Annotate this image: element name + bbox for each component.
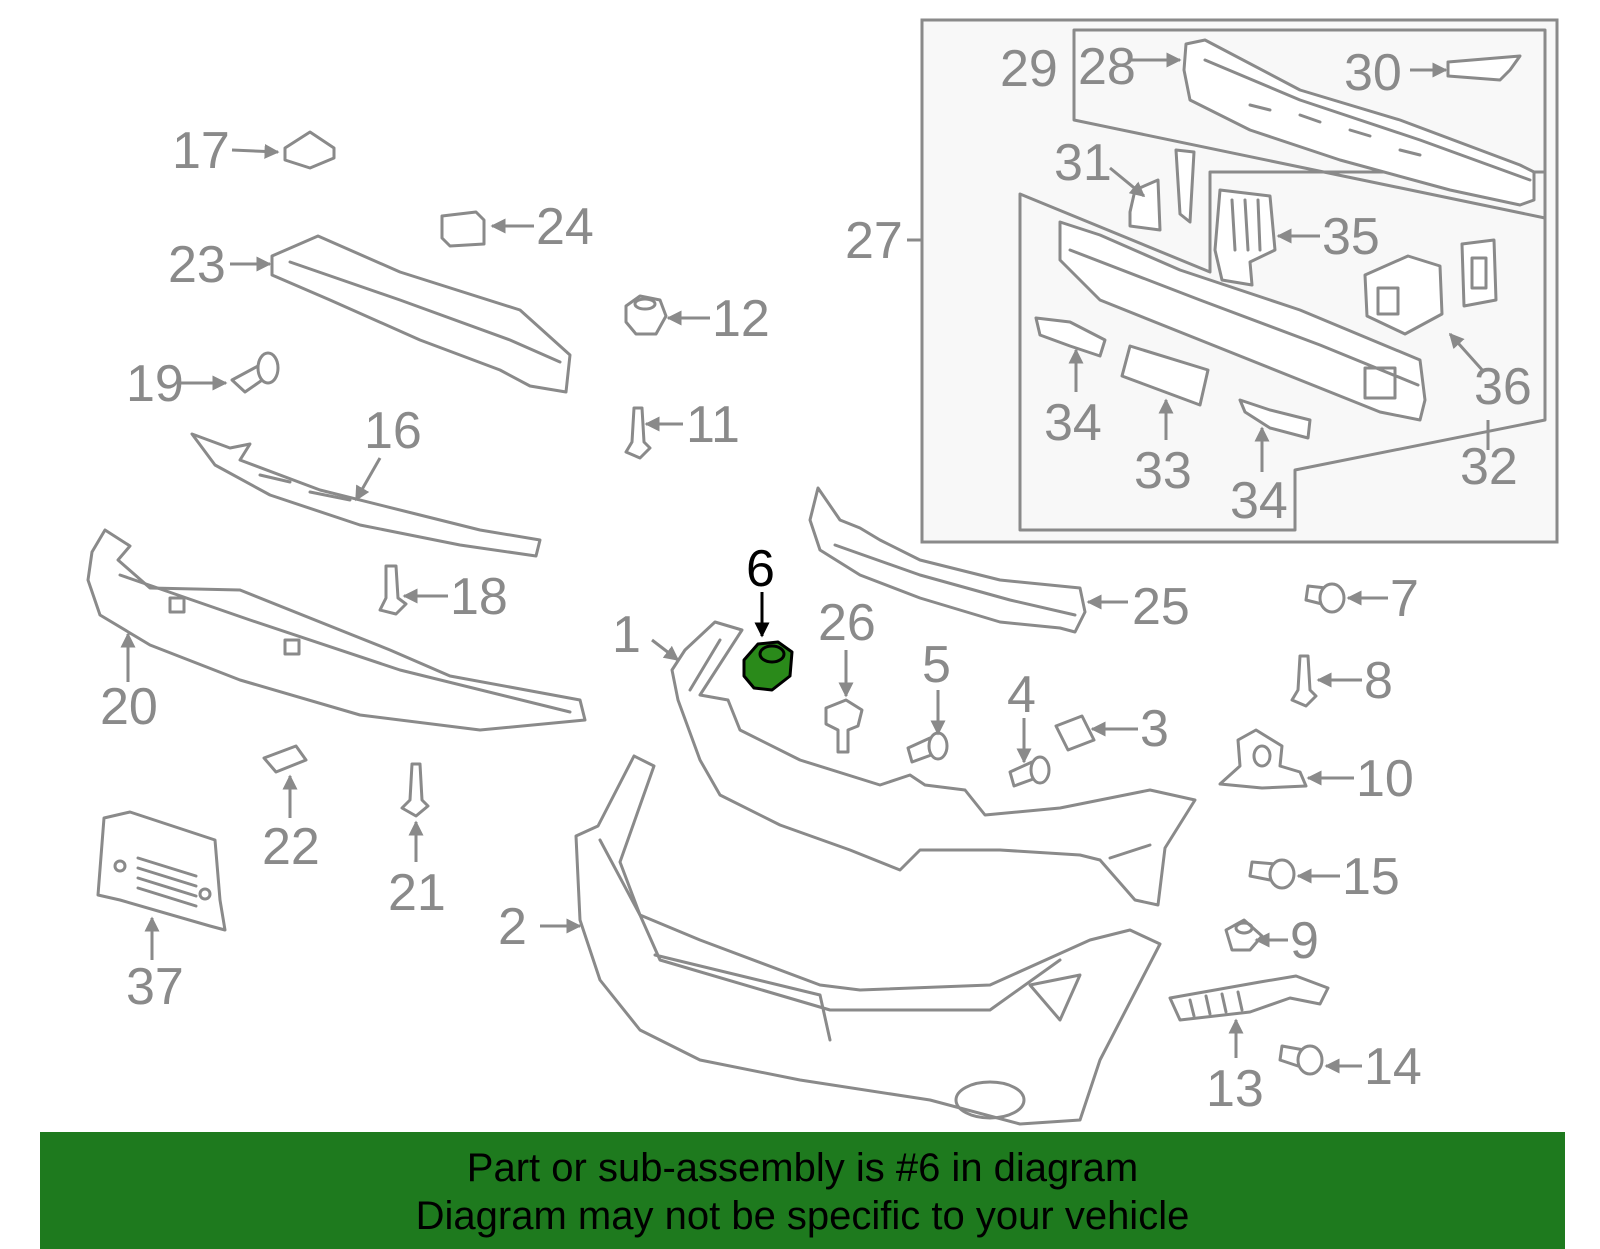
screw-7 <box>1304 582 1346 614</box>
fastener-21 <box>400 762 430 818</box>
screw-4 <box>1008 755 1051 788</box>
label-31: 31 <box>1054 134 1112 192</box>
absorber-23 <box>270 234 572 394</box>
license-bracket-37 <box>96 810 227 932</box>
bracket-34-right <box>1238 398 1312 440</box>
label-26: 26 <box>818 594 876 652</box>
label-21: 21 <box>388 864 446 922</box>
bolt-19 <box>230 351 280 394</box>
label-7: 7 <box>1390 570 1419 628</box>
label-12: 12 <box>712 290 770 348</box>
info-banner: Part or sub-assembly is #6 in diagram Di… <box>40 1132 1565 1249</box>
label-9: 9 <box>1290 912 1319 970</box>
label-22: 22 <box>262 818 320 876</box>
label-14: 14 <box>1364 1038 1422 1096</box>
absorber-36 <box>1363 238 1498 336</box>
label-34-left: 34 <box>1044 394 1102 452</box>
leader-lines <box>120 52 1490 1074</box>
bracket-34-left <box>1034 316 1107 358</box>
bracket-35 <box>1213 188 1277 287</box>
banner-line-2: Diagram may not be specific to your vehi… <box>415 1194 1190 1238</box>
label-19: 19 <box>126 355 184 413</box>
impact-bar-32 <box>1058 220 1427 422</box>
label-33: 33 <box>1134 442 1192 500</box>
label-37: 37 <box>126 958 184 1016</box>
label-17: 17 <box>172 122 230 180</box>
label-25: 25 <box>1132 578 1190 636</box>
label-6: 6 <box>746 540 775 598</box>
label-23: 23 <box>168 236 226 294</box>
upper-fascia-1 <box>670 620 1197 907</box>
bracket-10 <box>1218 728 1308 790</box>
label-34-right: 34 <box>1230 472 1288 530</box>
nut-6-highlighted[interactable] <box>742 592 794 692</box>
clip-17 <box>283 130 336 170</box>
label-1: 1 <box>612 606 641 664</box>
label-29: 29 <box>1000 40 1058 98</box>
valance-20 <box>86 528 587 732</box>
screw-15 <box>1248 858 1296 890</box>
label-36: 36 <box>1474 358 1532 416</box>
bracket-30 <box>1446 54 1522 82</box>
label-4: 4 <box>1007 666 1036 724</box>
nut-12 <box>624 294 668 336</box>
screw-5 <box>906 731 949 764</box>
label-28: 28 <box>1078 38 1136 96</box>
deflector-16 <box>190 432 542 558</box>
part-labels: 1 2 3 4 5 6 7 8 9 10 11 12 13 14 15 16 1… <box>100 38 1532 1118</box>
pin-22 <box>262 744 308 774</box>
label-5: 5 <box>922 636 951 694</box>
lower-fascia-2 <box>574 754 1162 1126</box>
label-35: 35 <box>1322 208 1380 266</box>
label-15: 15 <box>1342 848 1400 906</box>
fastener-11 <box>624 406 652 460</box>
label-10: 10 <box>1356 750 1414 808</box>
label-32: 32 <box>1460 438 1518 496</box>
bolt-26 <box>824 698 864 754</box>
label-8: 8 <box>1364 652 1393 710</box>
label-18: 18 <box>450 568 508 626</box>
label-13: 13 <box>1206 1060 1264 1118</box>
reinforcement-28 <box>1182 38 1536 207</box>
screw-14 <box>1278 1044 1324 1076</box>
label-24: 24 <box>536 198 594 256</box>
clip-3 <box>1054 714 1096 752</box>
absorber-25 <box>808 486 1087 634</box>
label-20: 20 <box>100 678 158 736</box>
banner-line-1: Part or sub-assembly is #6 in diagram <box>466 1146 1139 1190</box>
clip-9 <box>1224 918 1264 952</box>
label-2: 2 <box>498 898 527 956</box>
label-27: 27 <box>845 212 903 270</box>
fastener-18 <box>378 564 408 616</box>
bracket-13 <box>1168 974 1330 1022</box>
part-33 <box>1120 344 1210 407</box>
pad-24 <box>440 210 486 248</box>
label-3: 3 <box>1140 700 1169 758</box>
label-11: 11 <box>686 396 740 454</box>
fastener-8 <box>1290 654 1318 708</box>
label-16: 16 <box>364 402 422 460</box>
label-30: 30 <box>1344 44 1402 102</box>
